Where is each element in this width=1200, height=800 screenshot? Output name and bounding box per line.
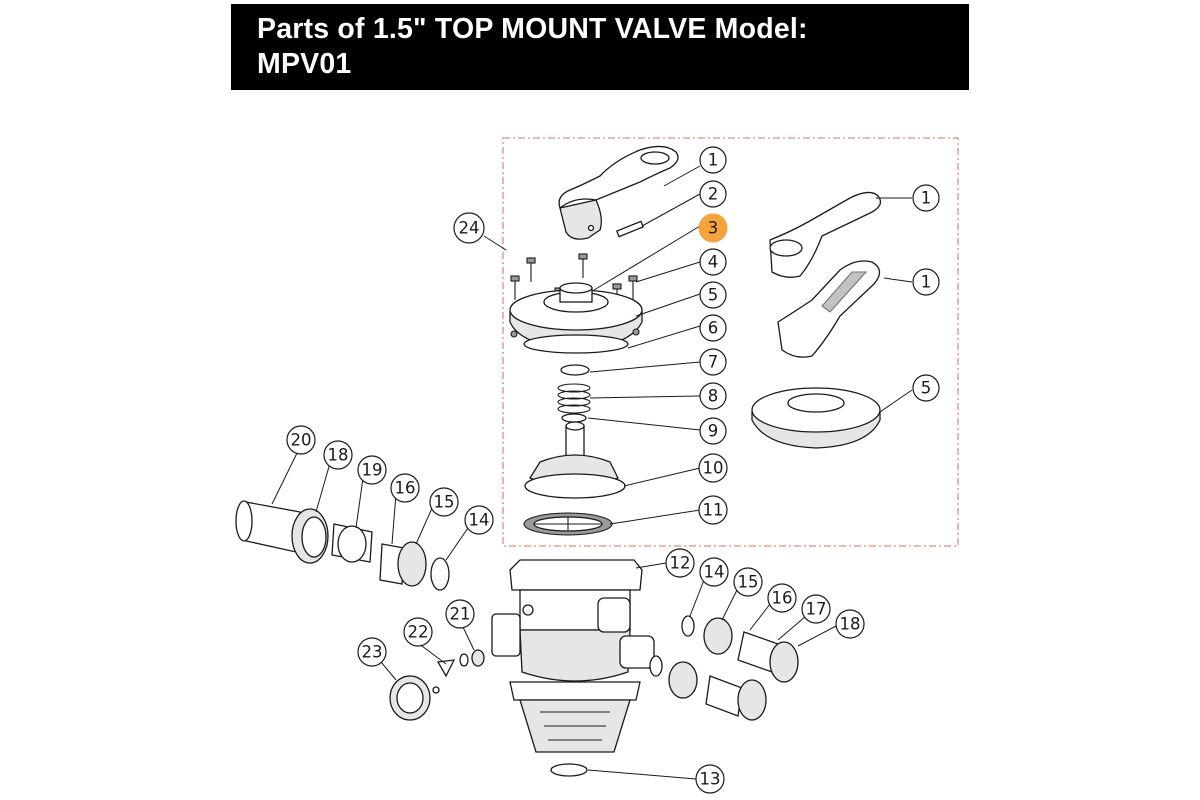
callout-16-right: 16 bbox=[767, 583, 797, 613]
callout-label: 18 bbox=[840, 615, 861, 634]
callout-label: 1 bbox=[921, 273, 932, 292]
callout-label: 15 bbox=[434, 493, 455, 512]
callout-5-right: 5 bbox=[912, 374, 940, 402]
o-ring-9 bbox=[561, 413, 587, 423]
alt-cover bbox=[751, 387, 881, 449]
callout-13: 13 bbox=[695, 764, 725, 794]
callout-label: 7 bbox=[708, 353, 719, 372]
callout-21: 21 bbox=[445, 599, 475, 629]
callout-label: 18 bbox=[328, 446, 349, 465]
callout-20: 20 bbox=[286, 425, 316, 455]
callout-label: 10 bbox=[703, 459, 724, 478]
drain-parts bbox=[389, 649, 485, 721]
callout-label: 15 bbox=[738, 573, 759, 592]
callout-label: 16 bbox=[772, 589, 793, 608]
callout-5: 5 bbox=[699, 281, 727, 309]
bottom-o-ring bbox=[550, 763, 588, 777]
callout-label: 3 bbox=[708, 219, 719, 238]
callout-label: 11 bbox=[703, 501, 724, 520]
callout-1-right-a: 1 bbox=[912, 184, 940, 212]
callout-2: 2 bbox=[699, 180, 727, 208]
callout-label: 2 bbox=[708, 185, 719, 204]
callout-label: 5 bbox=[708, 286, 719, 305]
callout-label: 14 bbox=[704, 563, 725, 582]
callout-12: 12 bbox=[665, 548, 695, 578]
valve-body bbox=[491, 559, 655, 753]
callout-17: 17 bbox=[801, 594, 831, 624]
callout-label: 21 bbox=[450, 605, 471, 624]
handle-part bbox=[558, 145, 679, 240]
callout-label: 4 bbox=[708, 253, 719, 272]
callout-18-left: 18 bbox=[323, 440, 353, 470]
callout-16-left: 16 bbox=[390, 473, 420, 503]
callout-label: 23 bbox=[362, 643, 383, 662]
right-union-assembly-lower bbox=[649, 655, 767, 721]
callout-label: 9 bbox=[708, 422, 719, 441]
o-ring-7 bbox=[560, 364, 590, 376]
callout-23: 23 bbox=[357, 637, 387, 667]
callout-label: 8 bbox=[708, 387, 719, 406]
callout-10: 10 bbox=[698, 453, 728, 483]
callout-11: 11 bbox=[698, 495, 728, 525]
right-union-assembly-upper bbox=[681, 615, 799, 683]
callout-label: 14 bbox=[469, 511, 490, 530]
callout-label: 13 bbox=[700, 770, 721, 789]
callout-label: 16 bbox=[395, 479, 416, 498]
callout-14-right: 14 bbox=[699, 557, 729, 587]
pin-part bbox=[615, 220, 645, 238]
callout-label: 1 bbox=[921, 189, 932, 208]
callout-label: 24 bbox=[459, 219, 480, 238]
alt-handle-1 bbox=[769, 191, 882, 278]
callout-14-left: 14 bbox=[464, 505, 494, 535]
callout-label: 17 bbox=[806, 600, 827, 619]
callout-4: 4 bbox=[699, 248, 727, 276]
callout-15-left: 15 bbox=[429, 487, 459, 517]
callout-19: 19 bbox=[357, 455, 387, 485]
callout-15-right: 15 bbox=[733, 567, 763, 597]
callout-label: 12 bbox=[670, 554, 691, 573]
callout-label: 22 bbox=[408, 623, 429, 642]
kit-group-boundary bbox=[502, 137, 959, 547]
callout-9: 9 bbox=[699, 417, 727, 445]
leader-lines bbox=[271, 165, 913, 780]
spring bbox=[557, 383, 591, 414]
callout-24: 24 bbox=[453, 212, 485, 244]
diagram-title: Parts of 1.5" TOP MOUNT VALVE Model: MPV… bbox=[257, 13, 808, 80]
callout-22: 22 bbox=[403, 617, 433, 647]
callout-label: 5 bbox=[921, 379, 932, 398]
title-banner: Parts of 1.5" TOP MOUNT VALVE Model: MPV… bbox=[231, 4, 969, 90]
callout-1-right-b: 1 bbox=[912, 268, 940, 296]
o-ring-6 bbox=[523, 334, 629, 354]
alt-handle-2 bbox=[777, 260, 881, 358]
callout-label: 1 bbox=[708, 151, 719, 170]
callout-label: 6 bbox=[708, 319, 719, 338]
rotor bbox=[524, 421, 626, 499]
callout-label: 19 bbox=[362, 461, 383, 480]
callout-3-highlighted: 3 bbox=[698, 213, 728, 243]
callout-1-top: 1 bbox=[699, 146, 727, 174]
callout-6: 6 bbox=[699, 314, 727, 342]
callout-7: 7 bbox=[699, 348, 727, 376]
callout-label: 20 bbox=[291, 431, 312, 450]
spider-gasket bbox=[523, 512, 613, 536]
callout-8: 8 bbox=[699, 382, 727, 410]
left-union-assembly bbox=[235, 500, 450, 591]
callout-18-right: 18 bbox=[835, 609, 865, 639]
